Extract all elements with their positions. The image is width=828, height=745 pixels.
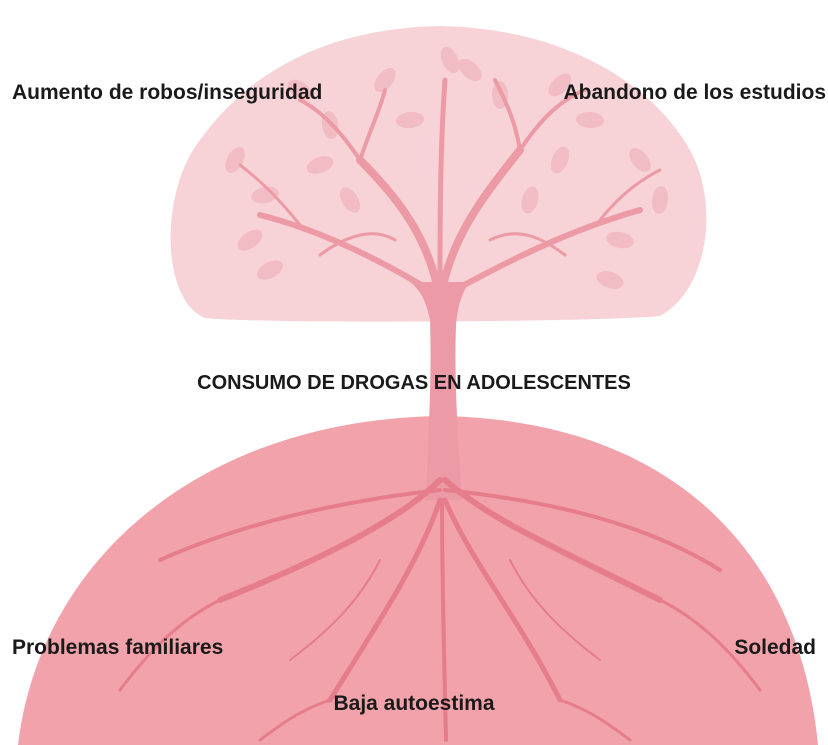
root	[327, 497, 443, 703]
central-problem-label: CONSUMO DE DROGAS EN ADOLESCENTES	[197, 372, 631, 394]
branch	[488, 232, 567, 257]
leaf	[237, 229, 263, 251]
leaf	[440, 46, 460, 74]
root	[118, 598, 222, 692]
effect-label-dropout: Abandono de los estudios	[563, 81, 826, 104]
branch	[437, 77, 448, 283]
root	[558, 698, 632, 742]
cause-label-low-self-esteem: Baja autoestima	[333, 692, 495, 715]
leaf	[257, 260, 283, 280]
leaf	[550, 146, 570, 174]
root	[658, 598, 762, 692]
root	[442, 497, 563, 703]
branch	[356, 156, 444, 304]
branch	[238, 163, 302, 227]
leaf	[651, 186, 669, 214]
root	[217, 477, 443, 603]
tree-trunk	[410, 282, 470, 500]
tree-branches	[238, 77, 662, 304]
branch	[298, 98, 362, 162]
branch	[318, 232, 397, 257]
leaf	[521, 186, 539, 214]
root	[258, 698, 332, 742]
cause-label-loneliness: Soledad	[734, 636, 816, 659]
leaf	[287, 79, 313, 101]
leaf	[339, 187, 361, 213]
branch	[518, 88, 587, 152]
leaf	[596, 271, 624, 289]
root	[443, 488, 722, 572]
root	[158, 488, 442, 562]
branch	[598, 168, 662, 222]
root	[509, 559, 601, 661]
root	[442, 477, 663, 603]
branch	[452, 207, 643, 293]
cause-label-family-problems: Problemas familiares	[12, 636, 224, 659]
branch	[436, 146, 524, 304]
leaf	[576, 111, 604, 129]
leaf	[606, 231, 634, 249]
leaf	[458, 58, 482, 82]
root	[440, 498, 448, 742]
root	[289, 559, 381, 661]
leaf	[251, 186, 279, 204]
tree-roots	[118, 477, 762, 742]
roots-dome	[18, 416, 818, 745]
branch	[257, 212, 433, 293]
leaf	[396, 111, 424, 129]
leaf	[374, 67, 396, 93]
leaf	[306, 156, 334, 174]
branch	[493, 78, 522, 152]
leaf	[548, 73, 572, 97]
crown-leaves	[225, 46, 669, 289]
effect-label-robberies: Aumento de robos/inseguridad	[12, 81, 323, 104]
branch	[358, 88, 387, 162]
leaf	[629, 148, 651, 172]
